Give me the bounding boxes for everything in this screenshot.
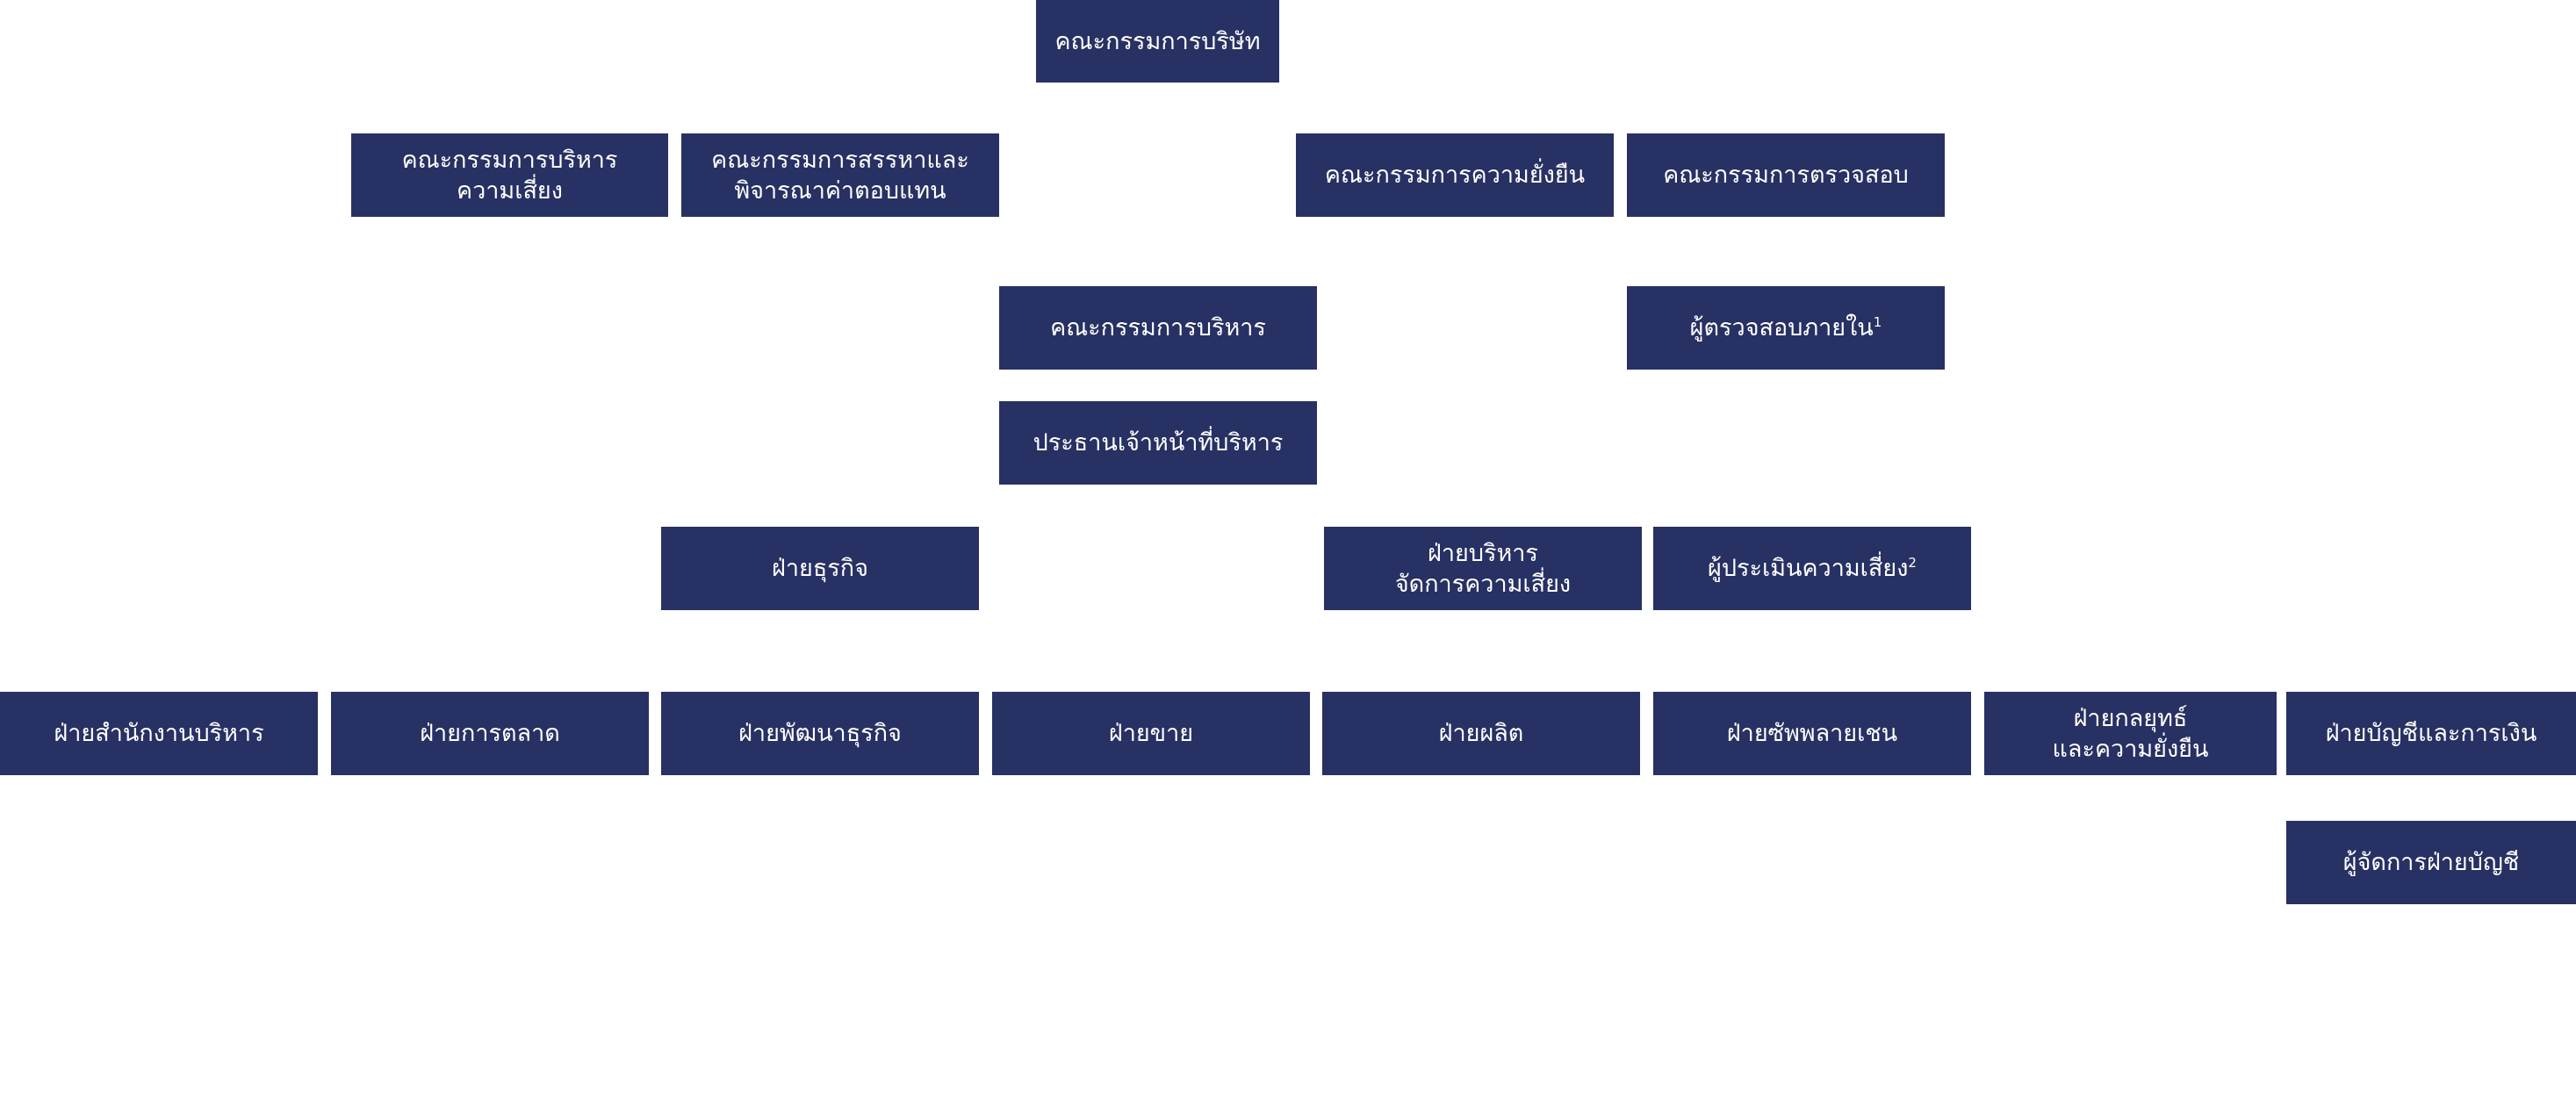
risk-management-box: ฝ่ายบริหาร จัดการความเสี่ยง — [1324, 527, 1642, 610]
risk-committee-label-line1: คณะกรรมการบริหาร — [401, 146, 618, 174]
accounting-manager-label: ผู้จัดการฝ่ายบัญชี — [2342, 849, 2520, 876]
accounting-manager-box: ผู้จัดการฝ่ายบัญชี — [2286, 821, 2576, 904]
dept-production-box: ฝ่ายผลิต — [1322, 692, 1640, 775]
nomination-committee-label-line2: พิจารณาค่าตอบแทน — [734, 176, 946, 205]
dept-accounting-box: ฝ่ายบัญชีและการเงิน — [2286, 692, 2576, 775]
audit-committee-box: คณะกรรมการตรวจสอบ — [1627, 133, 1945, 217]
dept-accounting-label: ฝ่ายบัญชีและการเงิน — [2325, 720, 2537, 747]
business-division-label: ฝ่ายธุรกิจ — [772, 555, 868, 582]
internal-auditor-box: ผู้ตรวจสอบภายใน1 — [1627, 286, 1945, 370]
risk-assessor-text: ผู้ประเมินความเสี่ยง — [1708, 555, 1909, 582]
dept-sales-label: ฝ่ายขาย — [1108, 720, 1194, 747]
risk-management-label-line2: จัดการความเสี่ยง — [1394, 570, 1572, 598]
dept-strategy-label-line2: และความยั่งยืน — [2052, 735, 2209, 763]
nomination-committee-label-line1: คณะกรรมการสรรหาและ — [711, 146, 969, 174]
risk-management-label-line1: ฝ่ายบริหาร — [1428, 539, 1538, 567]
dept-office-label: ฝ่ายสำนักงานบริหาร — [54, 720, 264, 747]
dept-bizdev-box: ฝ่ายพัฒนาธุรกิจ — [661, 692, 979, 775]
dept-supply-chain-label: ฝ่ายซัพพลายเชน — [1726, 720, 1898, 747]
internal-auditor-label: ผู้ตรวจสอบภายใน1 — [1690, 313, 1882, 343]
dept-bizdev-label: ฝ่ายพัฒนาธุรกิจ — [738, 720, 902, 747]
internal-auditor-text: ผู้ตรวจสอบภายใน — [1689, 314, 1874, 342]
internal-auditor-footnote: 1 — [1873, 314, 1882, 330]
risk-assessor-label: ผู้ประเมินความเสี่ยง2 — [1708, 553, 1917, 584]
risk-assessor-footnote: 2 — [1908, 555, 1917, 571]
board-of-directors-box: คณะกรรมการบริษัท — [1036, 0, 1279, 83]
executive-committee-box: คณะกรรมการบริหาร — [999, 286, 1317, 370]
dept-supply-chain-box: ฝ่ายซัพพลายเชน — [1653, 692, 1971, 775]
risk-committee-label-line2: ความเสี่ยง — [457, 176, 563, 205]
executive-committee-label: คณะกรรมการบริหาร — [1050, 314, 1266, 342]
dept-sales-box: ฝ่ายขาย — [992, 692, 1310, 775]
dept-marketing-label: ฝ่ายการตลาด — [420, 720, 560, 747]
dept-marketing-box: ฝ่ายการตลาด — [331, 692, 649, 775]
nomination-committee-box: คณะกรรมการสรรหาและ พิจารณาค่าตอบแทน — [681, 133, 999, 217]
sustainability-committee-label: คณะกรรมการความยั่งยืน — [1324, 162, 1586, 189]
dept-production-label: ฝ่ายผลิต — [1438, 720, 1524, 747]
ceo-label: ประธานเจ้าหน้าที่บริหาร — [1033, 429, 1284, 457]
business-division-box: ฝ่ายธุรกิจ — [661, 527, 979, 610]
board-of-directors-label: คณะกรรมการบริษัท — [1054, 27, 1261, 55]
sustainability-committee-box: คณะกรรมการความยั่งยืน — [1296, 133, 1614, 217]
audit-committee-label: คณะกรรมการตรวจสอบ — [1663, 162, 1909, 189]
ceo-box: ประธานเจ้าหน้าที่บริหาร — [999, 401, 1317, 485]
dept-strategy-box: ฝ่ายกลยุทธ์ และความยั่งยืน — [1984, 692, 2277, 775]
risk-assessor-box: ผู้ประเมินความเสี่ยง2 — [1653, 527, 1971, 610]
dept-office-box: ฝ่ายสำนักงานบริหาร — [0, 692, 318, 775]
risk-committee-box: คณะกรรมการบริหาร ความเสี่ยง — [351, 133, 668, 217]
dept-strategy-label-line1: ฝ่ายกลยุทธ์ — [2073, 704, 2188, 732]
